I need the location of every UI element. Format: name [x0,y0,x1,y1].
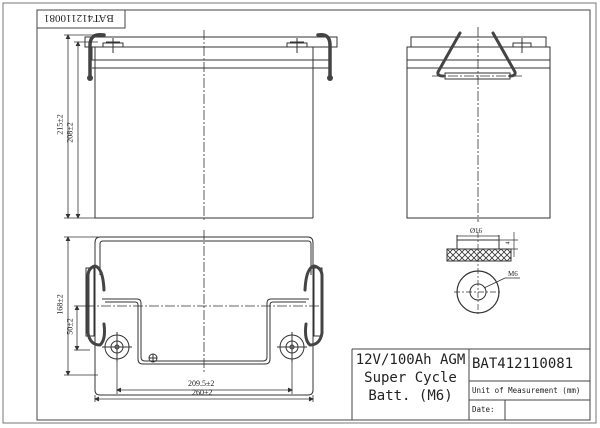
dim-handle-offset: 50±2 [65,318,75,335]
title-line-3: Batt. (M6) [368,388,453,404]
title-line-2: Super Cycle [364,370,457,386]
dim-total-height: 215±2 [55,114,65,135]
top-view [85,230,323,396]
terminal-top-detail [454,268,520,316]
dim-container-height: 208±2 [65,122,75,143]
date-label: Date: [472,405,495,414]
dim-thread: M6 [508,270,518,278]
mirrored-part-number: BAT412110081 [44,12,114,24]
height-dimensions [64,34,98,219]
front-handles [88,32,332,80]
unit-label: Unit of Measurement (mm) [472,386,581,395]
product-title: 12V/100Ah AGM Super Cycle Batt. (M6) [353,351,468,405]
top-handles [86,264,324,347]
mirrored-part-box [36,9,126,29]
dim-terminal-diameter: Ø16 [470,227,483,235]
title-line-1: 12V/100Ah AGM [355,352,466,368]
front-view [84,30,338,222]
dim-width-depth: 168±2 [55,294,65,315]
part-number: BAT412110081 [472,356,574,372]
dim-terminal-spacing: 209.5±2 [188,379,215,388]
dim-terminal-height: 4 [505,241,512,245]
inner-frame [36,9,591,421]
outer-frame [2,2,597,424]
top-view-dimensions [64,236,314,402]
dim-overall-length: 260±2 [192,388,213,397]
terminal-section-detail [446,232,518,266]
side-handles [436,31,517,78]
title-block [351,348,590,420]
side-view [406,27,551,222]
